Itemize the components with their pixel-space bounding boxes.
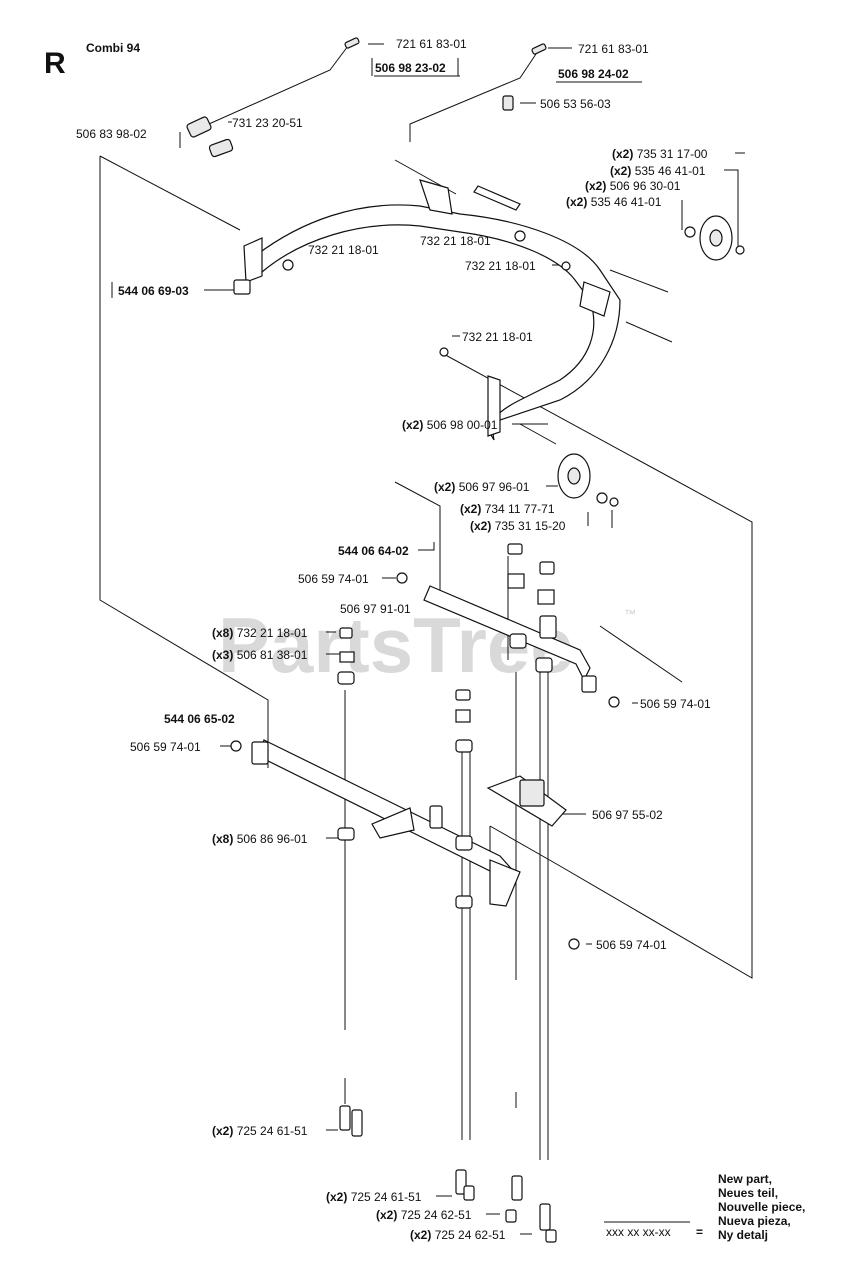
bottom-screws <box>339 1105 557 1243</box>
part-labels: 721 61 83-01 506 98 23-02 721 61 83-01 5… <box>76 37 711 1242</box>
part-label: (x2) 535 46 41-01 <box>610 164 706 178</box>
part-label: 506 59 74-01 <box>640 697 711 711</box>
legend-equals: = <box>696 1225 703 1239</box>
roller-top <box>684 215 745 261</box>
model-name: Combi 94 <box>86 41 140 55</box>
part-label: 544 06 69-03 <box>118 284 189 298</box>
part-label: (x2) 506 96 30-01 <box>585 179 681 193</box>
new-part-underlines <box>374 75 642 83</box>
part-label: 732 21 18-01 <box>465 259 536 273</box>
legend: New part, Neues teil, Nouvelle piece, Nu… <box>606 1172 805 1242</box>
part-label: (x2) 734 11 77-71 <box>460 502 555 516</box>
part-label: 506 59 74-01 <box>298 572 369 586</box>
part-label: (x2) 725 24 61-51 <box>326 1190 422 1204</box>
cable-left <box>186 37 360 158</box>
part-label: 506 53 56-03 <box>540 97 611 111</box>
lower-tube-assembly <box>230 739 580 950</box>
part-label: 506 97 55-02 <box>592 808 663 822</box>
upper-tube-assembly <box>396 572 620 708</box>
part-label: (x2) 735 31 15-20 <box>470 519 566 533</box>
part-label: 506 98 24-02 <box>558 67 629 81</box>
legend-line: Ny detalj <box>718 1228 768 1242</box>
part-label: (x3) 506 81 38-01 <box>212 648 308 662</box>
part-label: 506 98 23-02 <box>375 61 446 75</box>
part-label: 544 06 65-02 <box>164 712 235 726</box>
part-label: 721 61 83-01 <box>578 42 649 56</box>
part-label: (x2) 735 31 17-00 <box>612 147 708 161</box>
part-label: 506 97 91-01 <box>340 602 411 616</box>
clamps <box>337 543 555 909</box>
bracket-plate <box>486 775 567 827</box>
section-letter: R <box>44 47 66 80</box>
legend-line: Nueva pieza, <box>718 1214 791 1228</box>
part-label: (x2) 535 46 41-01 <box>566 195 662 209</box>
watermark-trademark: ™ <box>624 607 636 621</box>
part-label: (x2) 725 24 61-51 <box>212 1124 308 1138</box>
part-label: 731 23 20-51 <box>232 116 303 130</box>
cable-right <box>409 43 547 142</box>
part-label: (x2) 506 97 96-01 <box>434 480 530 494</box>
lift-arm-frame <box>233 179 669 441</box>
legend-code: xxx xx xx-xx <box>606 1225 671 1239</box>
part-label: (x8) 506 86 96-01 <box>212 832 308 846</box>
part-label: 732 21 18-01 <box>420 234 491 248</box>
legend-line: New part, <box>718 1172 772 1186</box>
part-label: 721 61 83-01 <box>396 37 467 51</box>
part-label: (x2) 725 24 62-51 <box>410 1228 506 1242</box>
legend-line: Nouvelle piece, <box>718 1200 805 1214</box>
part-label: (x2) 725 24 62-51 <box>376 1208 472 1222</box>
part-label: 506 59 74-01 <box>130 740 201 754</box>
part-label: (x8) 732 21 18-01 <box>212 626 308 640</box>
part-label: 506 83 98-02 <box>76 127 147 141</box>
leader-lines <box>99 43 753 1235</box>
part-label: 506 59 74-01 <box>596 938 667 952</box>
roller-middle <box>519 423 619 507</box>
part-label: 732 21 18-01 <box>462 330 533 344</box>
part-label: 732 21 18-01 <box>308 243 379 257</box>
part-label: (x2) 506 98 00-01 <box>402 418 498 432</box>
legend-line: Neues teil, <box>718 1186 778 1200</box>
part-label: 544 06 64-02 <box>338 544 409 558</box>
